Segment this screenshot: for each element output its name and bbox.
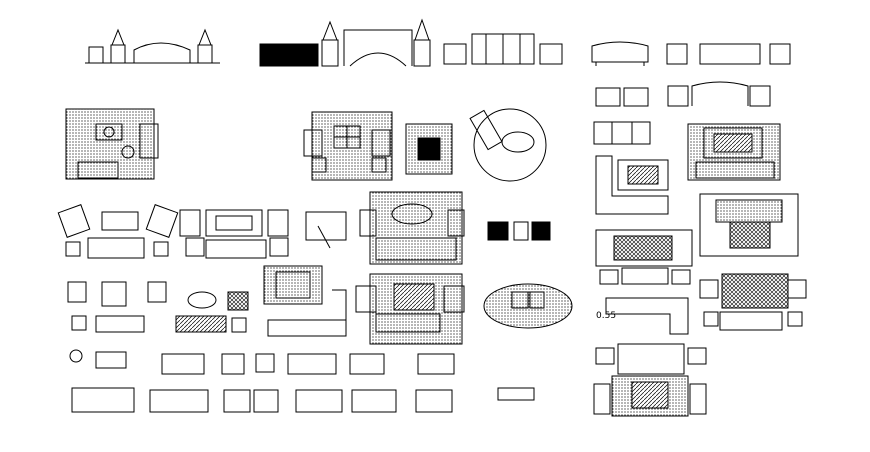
sofa-plan-5 [593, 121, 651, 145]
living-room-plan-22 [593, 343, 707, 417]
l-sofa-plan-7 [595, 155, 669, 215]
living-room-plan-2 [303, 111, 393, 181]
living-room-plan-6 [687, 123, 781, 181]
sofa-set-elevation-1 [85, 28, 220, 64]
living-room-plan-9 [179, 209, 289, 259]
living-room-plan-11 [359, 191, 465, 265]
rug-plan-3 [405, 123, 453, 175]
coffee-table-set-12 [487, 221, 551, 241]
sofa-set-elevation-6 [595, 81, 771, 107]
chair-plan-10 [305, 211, 347, 249]
living-room-plan-14 [699, 193, 799, 257]
sofa-elevation-4 [591, 41, 649, 66]
sofa-set-elevation-5 [666, 43, 791, 65]
round-living-plan-4 [469, 108, 547, 182]
sectional-sofa-plan-20: 0.55 [596, 297, 689, 335]
sofa-set-elevation-2 [259, 18, 431, 67]
living-room-plan-21 [699, 273, 807, 331]
living-room-plan-16 [175, 291, 249, 333]
living-room-plan-13 [595, 229, 693, 285]
living-room-plan-1 [65, 108, 159, 180]
living-room-plan-15 [67, 281, 167, 333]
living-room-plan-8 [57, 204, 179, 259]
round-rug-plan-19 [483, 283, 573, 329]
sofa-blocks-row-5 [69, 349, 455, 375]
sofa-set-elevation-3 [443, 33, 563, 65]
dimension-label: 0.55 [596, 311, 616, 321]
sofa-blocks-row-6 [71, 387, 535, 413]
living-room-plan-18 [355, 273, 465, 345]
living-room-plan-17 [263, 265, 347, 337]
